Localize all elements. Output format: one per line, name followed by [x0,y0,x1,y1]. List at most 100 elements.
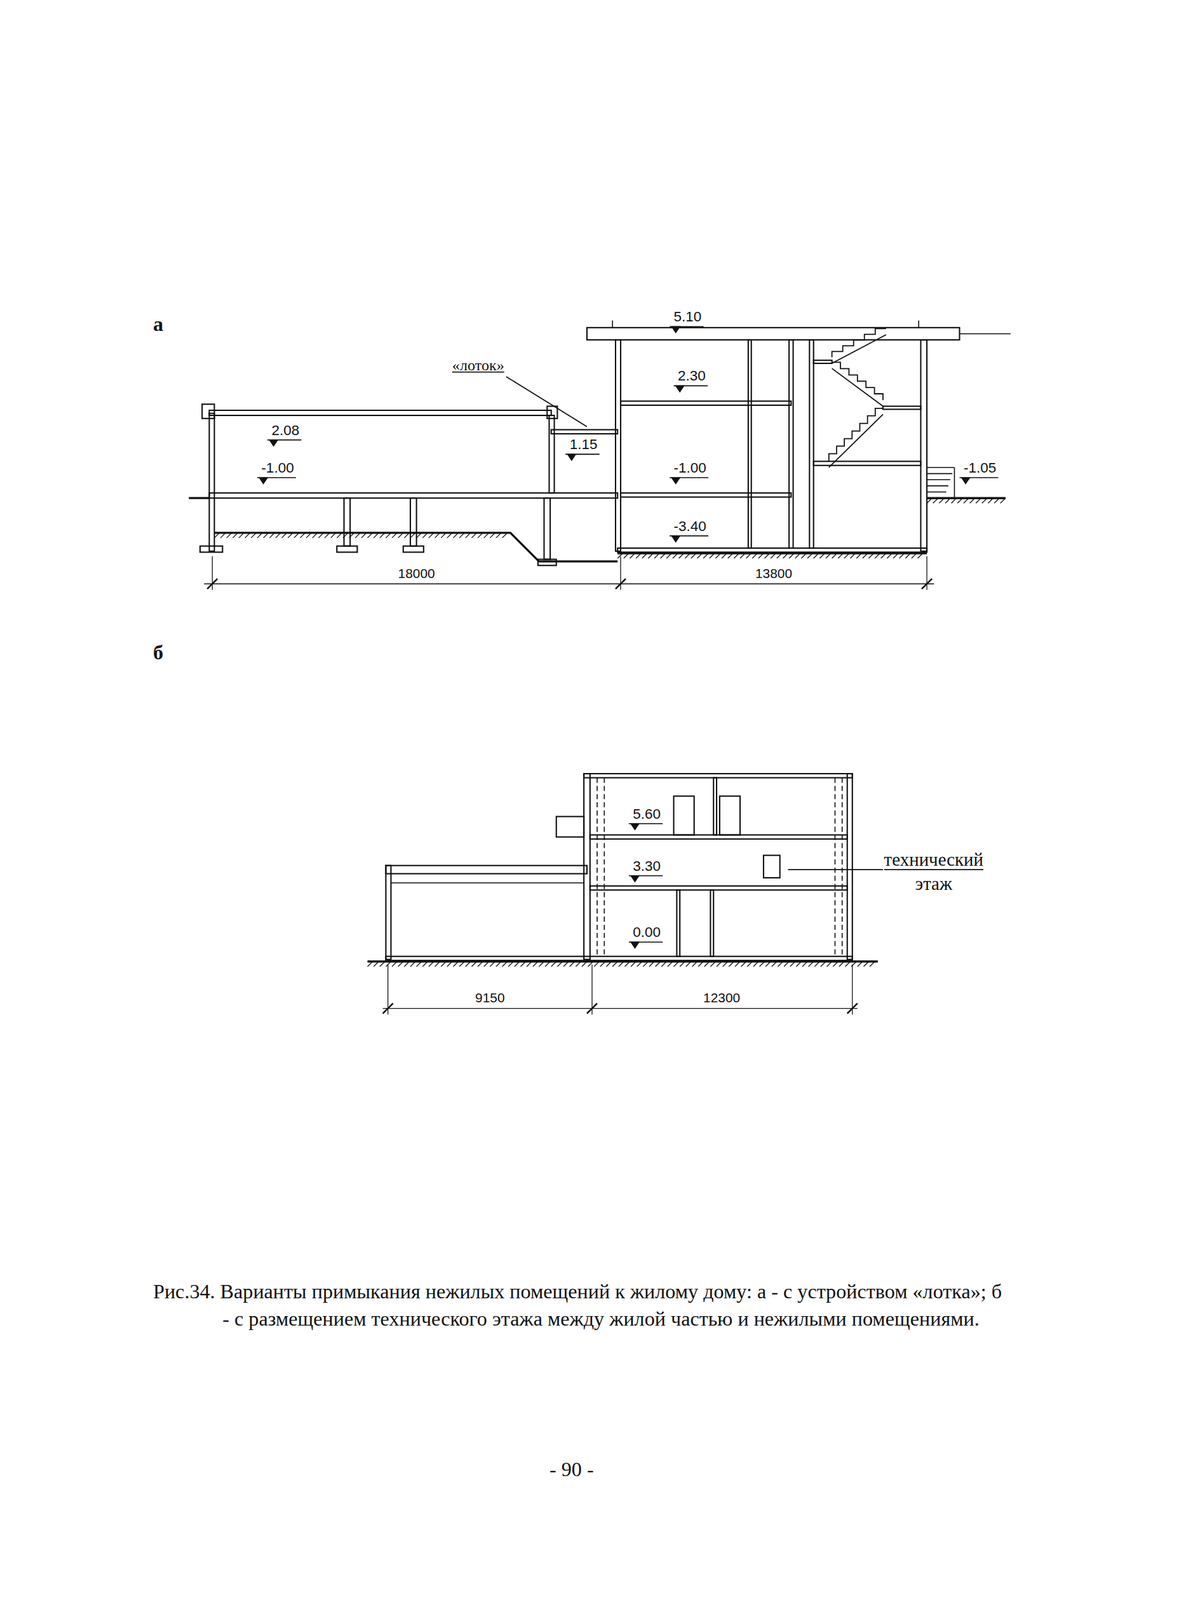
level-mark-label: -1.00 [673,459,707,476]
ground-hatch [660,553,666,559]
ground-hatch [398,532,404,539]
slab-tick [611,320,614,328]
ground-hatch [569,961,575,967]
ground-hatch [777,961,783,967]
ground-hatch [465,961,471,967]
ground-hatch [526,961,532,967]
ground-hatch [514,961,520,967]
floor-slab [385,956,852,961]
ground-hatch [783,961,789,967]
ground-hatch [502,961,508,967]
part-letter: а [153,312,164,337]
ground-hatch [654,553,660,559]
balcony [556,816,584,838]
dimension-value: 13800 [755,565,793,581]
ground-hatch [435,961,441,967]
ground-hatch [963,498,969,504]
ground-hatch [398,961,404,967]
ground-hatch [563,961,569,967]
level-triangle [630,875,640,883]
ground-hatch [471,532,477,539]
figure-caption: Рис.34. Варианты примыкания нежилых поме… [153,1278,1011,1334]
outer-wall [615,339,621,552]
column [344,498,351,547]
dimension-tick [921,578,932,589]
ground-hatch [837,553,843,559]
ground-hatch [747,961,753,967]
ground-hatch [970,498,976,504]
ground-hatch [312,532,318,539]
outer-wall [847,773,853,960]
callout-label: «лоток» [452,357,505,375]
ceiling-line [390,882,584,884]
entrance-step [954,467,956,499]
parapet [202,404,215,418]
ground-hatch [647,553,654,559]
ground-hatch [379,532,385,539]
ground-hatch [373,532,379,539]
ground-hatch [703,553,709,559]
stair-landing [813,461,922,465]
ground-hatch [532,961,539,967]
ground-hatch [440,532,446,539]
ground-hatch [623,553,629,559]
ground-hatch [795,961,802,967]
ground-hatch [886,553,892,559]
callout-label: технический этаж [884,847,984,897]
ground-hatch [776,553,782,559]
service-line [841,777,843,957]
ground-hatch [299,532,305,539]
stair-landing [813,360,833,364]
floor-slab [590,834,848,839]
floor-slab [620,401,791,406]
ground-hatch [238,532,244,539]
ground-hatch [477,961,483,967]
tray-slab [551,430,618,434]
stair-flight [828,408,883,462]
ground-hatch [764,553,770,559]
ground-hatch [746,553,752,559]
ground-hatch [759,961,765,967]
leader-line [788,869,883,871]
ground-hatch [951,498,957,504]
level-mark-label: 2.30 [677,367,706,384]
stair-landing [882,406,921,410]
ground-hatch [593,961,600,967]
roof-slab [586,327,960,340]
ground-hatch [715,553,721,559]
stair-flight [832,328,887,358]
ground-hatch [820,961,826,967]
ground-hatch [581,961,587,967]
level-triangle [671,326,680,333]
excavation-bottom [214,532,618,562]
ground-hatch [226,532,232,539]
level-mark-label: 0.00 [632,923,661,941]
stair-wall [809,339,814,549]
floor-slab [590,886,848,890]
ground-hatch [698,961,704,967]
ground-hatch [391,961,398,967]
level-triangle [567,454,576,461]
ground-hatch [385,532,391,539]
ground-hatch [862,553,868,559]
ground-hatch [489,532,495,539]
ground-hatch [385,961,391,967]
dimension-tick [586,1003,598,1014]
ground-hatch [721,553,727,559]
ground-hatch [635,553,641,559]
entrance-step [926,485,949,487]
ground-hatch [257,532,263,539]
ground-hatch [649,961,655,967]
ground-hatch [661,961,667,967]
dimension-value: 12300 [703,990,741,1006]
ground-hatch [850,553,856,559]
inner-wall [713,777,717,835]
ground-hatch [801,553,807,559]
footing [200,546,223,553]
ground-hatch [428,532,434,539]
dimension-line [203,583,934,584]
ground-hatch [630,961,636,967]
ground-hatch [788,553,795,559]
ground-hatch [452,532,459,539]
ground-hatch [790,961,796,967]
